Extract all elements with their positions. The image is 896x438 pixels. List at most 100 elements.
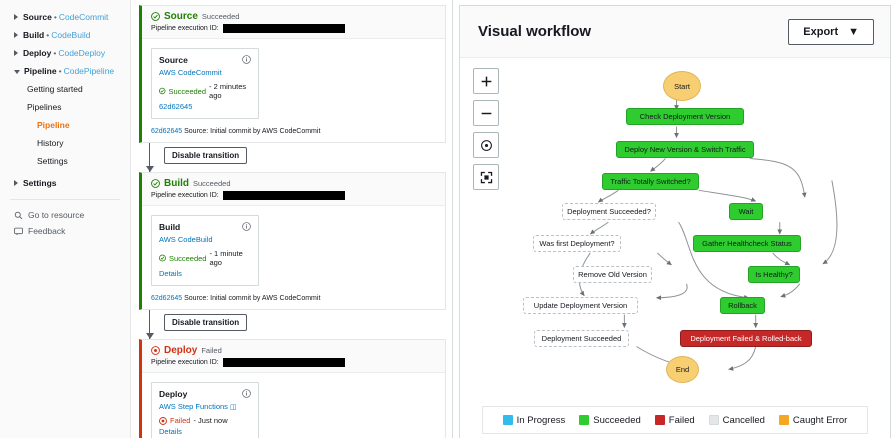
sidebar-item-build-provider: CodeBuild	[51, 30, 91, 40]
action-provider-link[interactable]: AWS CodeCommit	[159, 68, 222, 77]
sidebar-item-pipeline-provider: CodePipeline	[63, 66, 115, 76]
sidebar-item-pipeline-detail[interactable]: Pipeline	[37, 120, 70, 130]
sidebar-item-settings-label: Settings	[23, 178, 57, 188]
workflow-node-wait[interactable]: Wait	[729, 203, 763, 220]
check-circle-icon	[159, 87, 166, 95]
visual-workflow-header: Visual workflow Export ▼	[460, 6, 890, 58]
workflow-node-depsucc[interactable]: Deployment Succeeded?	[562, 203, 656, 220]
sidebar-item-pipeline[interactable]: Pipeline • CodePipeline	[0, 62, 130, 80]
workflow-node-label: Gather Healthcheck Status	[702, 239, 792, 248]
zoom-out-button[interactable]	[473, 100, 499, 126]
sidebar-go-to-resource[interactable]: Go to resource	[0, 207, 130, 223]
workflow-node-start[interactable]: Start	[663, 71, 701, 101]
workflow-node-removeold[interactable]: Remove Old Version	[573, 266, 652, 283]
export-button-label: Export	[803, 25, 839, 38]
legend-label: Succeeded	[593, 414, 641, 426]
pipeline-stage-deploy: Deploy Failed Pipeline execution ID: Dep…	[139, 339, 446, 438]
zoom-out-icon	[481, 112, 491, 114]
action-name: Deploy	[159, 389, 188, 399]
execution-id-redacted	[222, 24, 345, 33]
disable-transition-button-1[interactable]: Disable transition	[164, 147, 248, 164]
sidebar-divider	[10, 199, 120, 200]
stage-header: Source Succeeded Pipeline execution ID:	[142, 6, 445, 39]
action-detail-link[interactable]: Details	[159, 427, 182, 436]
info-icon[interactable]	[242, 389, 251, 398]
execution-id-label: Pipeline execution ID:	[151, 25, 219, 32]
sidebar-feedback-label: Feedback	[28, 226, 66, 236]
revision-id-link[interactable]: 62d62645	[151, 295, 183, 302]
sidebar-item-deploy[interactable]: Deploy • CodeDeploy	[0, 44, 130, 62]
revision-id-link[interactable]: 62d62645	[151, 128, 183, 135]
stage-transition-1: Disable transition	[139, 143, 446, 172]
action-name: Source	[159, 55, 188, 65]
pipeline-stage-source: Source Succeeded Pipeline execution ID: …	[139, 5, 446, 143]
pipeline-stage-list: Source Succeeded Pipeline execution ID: …	[131, 0, 453, 438]
fullscreen-button[interactable]	[473, 164, 499, 190]
sidebar-item-source-label: Source	[23, 12, 52, 22]
workflow-node-label: Remove Old Version	[578, 270, 647, 279]
error-circle-icon	[159, 416, 167, 425]
action-provider-link[interactable]: AWS Step Functions ◫	[159, 402, 251, 411]
export-button[interactable]: Export ▼	[788, 18, 874, 45]
info-icon[interactable]	[242, 222, 251, 231]
workflow-node-end[interactable]: End	[666, 356, 699, 383]
workflow-node-updatever[interactable]: Update Deployment Version	[523, 297, 638, 314]
feedback-icon	[14, 227, 23, 235]
sidebar-item-getting-started[interactable]: Getting started	[27, 84, 83, 94]
sidebar-item-settings[interactable]: Settings	[0, 174, 130, 192]
stage-name: Source	[164, 11, 198, 22]
legend-label: Failed	[668, 414, 695, 426]
chevron-right-icon	[14, 180, 18, 186]
center-focus-button[interactable]	[473, 132, 499, 158]
legend-swatch-icon	[502, 415, 513, 425]
action-provider-label: AWS Step Functions	[159, 402, 228, 411]
workflow-node-switched[interactable]: Traffic Totally Switched?	[602, 173, 699, 190]
sidebar-separator: •	[46, 30, 50, 40]
legend-label: Cancelled	[722, 414, 765, 426]
visual-workflow-panel: Visual workflow Export ▼	[459, 5, 891, 438]
sidebar-item-history[interactable]: History	[37, 138, 64, 148]
zoom-in-button[interactable]	[473, 68, 499, 94]
sidebar-item-build[interactable]: Build • CodeBuild	[0, 26, 130, 44]
execution-id-redacted	[222, 191, 345, 200]
action-card-build[interactable]: Build AWS CodeBuild Succeeded	[151, 215, 259, 286]
action-provider-link[interactable]: AWS CodeBuild	[159, 235, 213, 244]
error-circle-icon	[151, 346, 160, 355]
execution-id-label: Pipeline execution ID:	[151, 359, 219, 366]
sidebar-feedback[interactable]: Feedback	[0, 223, 130, 239]
workflow-node-label: Rollback	[728, 301, 757, 310]
stage-status: Failed	[201, 346, 222, 355]
workflow-node-check[interactable]: Check Deployment Version	[626, 108, 744, 125]
sidebar-separator: •	[58, 66, 62, 76]
action-status: Succeeded	[168, 253, 207, 263]
action-status-time: - 1 minute ago	[209, 249, 243, 267]
sidebar-item-pipelines[interactable]: Pipelines	[27, 102, 62, 112]
workflow-node-deploy[interactable]: Deploy New Version & Switch Traffic	[616, 141, 754, 158]
check-circle-icon	[151, 12, 160, 21]
disable-transition-button-2[interactable]: Disable transition	[164, 314, 248, 331]
sidebar-item-source[interactable]: Source • CodeCommit	[0, 8, 130, 26]
workflow-node-gather[interactable]: Gather Healthcheck Status	[693, 235, 801, 252]
workflow-node-label: Update Deployment Version	[533, 301, 628, 310]
workflow-node-ishealthy[interactable]: Is Healthy?	[748, 266, 800, 283]
legend-swatch-icon	[579, 415, 590, 425]
action-card-source[interactable]: Source AWS CodeCommit Succeed	[151, 48, 259, 119]
info-icon[interactable]	[242, 55, 251, 64]
action-card-deploy[interactable]: Deploy AWS Step Functions ◫	[151, 382, 259, 438]
action-detail-link[interactable]: 62d62645	[159, 102, 193, 111]
transition-connector	[149, 143, 150, 172]
stage-status: Succeeded	[193, 179, 231, 188]
check-circle-icon	[151, 179, 160, 188]
workflow-node-rollback[interactable]: Rollback	[720, 297, 765, 314]
workflow-node-wasfirst[interactable]: Was first Deployment?	[533, 235, 621, 252]
workflow-node-label: Start	[674, 81, 690, 91]
stage-header: Deploy Failed Pipeline execution ID:	[142, 340, 445, 373]
workflow-node-depfailed[interactable]: Deployment Failed & Rolled-back	[680, 330, 812, 347]
stage-body: Deploy AWS Step Functions ◫	[142, 373, 445, 438]
action-detail-link[interactable]: Details	[159, 269, 182, 278]
sidebar-item-pipeline-settings[interactable]: Settings	[37, 156, 68, 166]
workflow-node-depsuccterm[interactable]: Deployment Succeeded	[534, 330, 629, 347]
sidebar-item-source-provider: CodeCommit	[58, 12, 109, 22]
